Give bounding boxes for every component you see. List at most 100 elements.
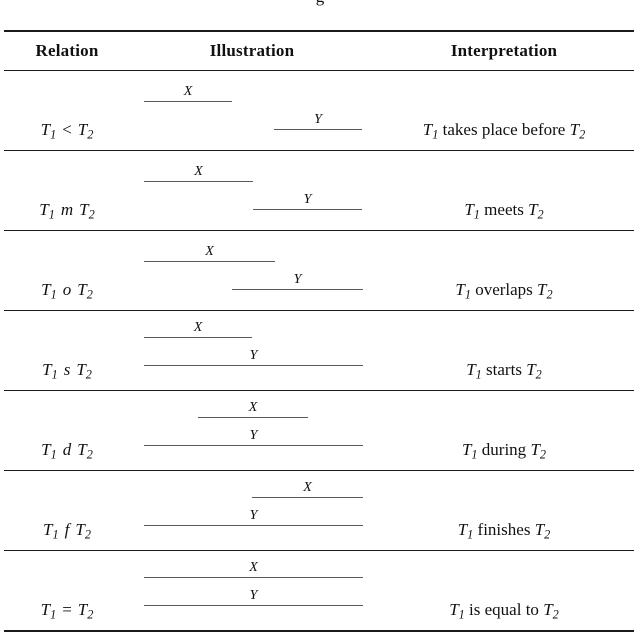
interpretation-operand-right: T2: [528, 199, 544, 221]
interpretation-operand-right: T2: [526, 359, 542, 381]
interpretation-sentence: T1 meets T2: [375, 200, 633, 229]
relation-operand-left: T1: [39, 199, 55, 221]
allen-relations-table: Relation Illustration Interpretation T1<…: [4, 30, 634, 633]
relation-operator: <: [62, 119, 72, 139]
interval-x-segment: [144, 261, 275, 262]
interpretation-operand-left: T1: [457, 519, 474, 541]
interpretation-sentence: T1 takes place before T2: [375, 120, 633, 149]
interval-x-label: X: [249, 560, 258, 575]
interpretation-sentence: T1 starts T2: [375, 360, 633, 389]
interpretation-operand-right: T2: [534, 519, 551, 541]
relation-operand-right: T2: [76, 359, 92, 381]
relation-operator: o: [62, 279, 72, 299]
relation-operand-right: T2: [79, 199, 95, 221]
interval-x-segment: [144, 181, 253, 182]
bottom-rule: [4, 630, 634, 633]
relation-operator: m: [60, 199, 74, 219]
relation-operand-right: T2: [77, 279, 93, 301]
interval-x-label: X: [183, 84, 193, 99]
relation-operator: =: [62, 599, 72, 619]
relation-operand-right: T2: [77, 439, 93, 461]
interval-x-label: X: [194, 164, 203, 179]
header-relation: Relation: [4, 30, 130, 71]
interpretation-phrase: meets: [479, 199, 529, 219]
interpretation-phrase: overlaps: [470, 279, 538, 299]
interpretation-operand-left: T1: [422, 119, 439, 141]
interpretation-cell: T1 finishes T2: [374, 470, 634, 551]
interval-y-segment: [232, 289, 363, 290]
interpretation-operand-left: T1: [455, 279, 471, 301]
relation-operator: f: [64, 519, 70, 539]
interval-y-segment: [144, 365, 363, 366]
interval-y-label: Y: [293, 272, 302, 287]
table-bottom-rule: [4, 630, 634, 633]
interpretation-operand-right: T2: [537, 279, 553, 301]
relation-operand-left: T1: [40, 599, 57, 621]
interval-y-segment: [274, 129, 362, 130]
interval-y-label: Y: [314, 112, 322, 127]
interpretation-operand-left: T1: [461, 439, 478, 461]
interval-x-segment: [144, 337, 252, 338]
interpretation-operand-right: T2: [569, 119, 586, 141]
interval-y-segment: [144, 525, 363, 526]
interpretation-cell: T1 meets T2: [374, 150, 634, 231]
interpretation-phrase: during: [477, 439, 531, 459]
relation-operand-left: T1: [41, 279, 57, 301]
interpretation-cell: T1 starts T2: [374, 310, 634, 391]
relation-operand-right: T2: [75, 519, 91, 541]
relation-operand-left: T1: [43, 519, 59, 541]
interpretation-operand-right: T2: [530, 439, 547, 461]
interpretation-phrase: finishes: [473, 519, 535, 539]
relation-expression: T1=T2: [5, 600, 129, 629]
interpretation-operand-left: T1: [466, 359, 482, 381]
interval-y-segment: [253, 209, 362, 210]
relation-operand-left: T1: [41, 439, 57, 461]
interpretation-operand-left: T1: [449, 599, 465, 621]
interval-x-segment: [144, 101, 232, 102]
relation-cell: T1=T2: [4, 550, 130, 631]
interval-x-label: X: [248, 400, 258, 415]
interval-y-segment: [144, 605, 363, 606]
relation-operator: d: [62, 439, 72, 459]
relation-operator: s: [63, 359, 71, 379]
interpretation-sentence: T1 overlaps T2: [375, 280, 633, 309]
header-interpretation: Interpretation: [374, 30, 634, 71]
interpretation-phrase: takes place before: [438, 119, 570, 139]
relation-cell: T1<T2: [4, 70, 130, 151]
interval-x-label: X: [205, 244, 214, 259]
relations-table-container: Relation Illustration Interpretation T1<…: [4, 30, 634, 633]
interval-x-segment: [198, 417, 308, 418]
table-head: Relation Illustration Interpretation: [4, 30, 634, 71]
interpretation-phrase: starts: [481, 359, 527, 379]
interval-y-label: Y: [249, 588, 258, 603]
interval-x-label: X: [193, 320, 203, 335]
interval-x-segment: [252, 497, 363, 498]
relation-operand-left: T1: [42, 359, 58, 381]
interval-x-segment: [144, 577, 363, 578]
interpretation-sentence: T1 finishes T2: [375, 520, 633, 549]
